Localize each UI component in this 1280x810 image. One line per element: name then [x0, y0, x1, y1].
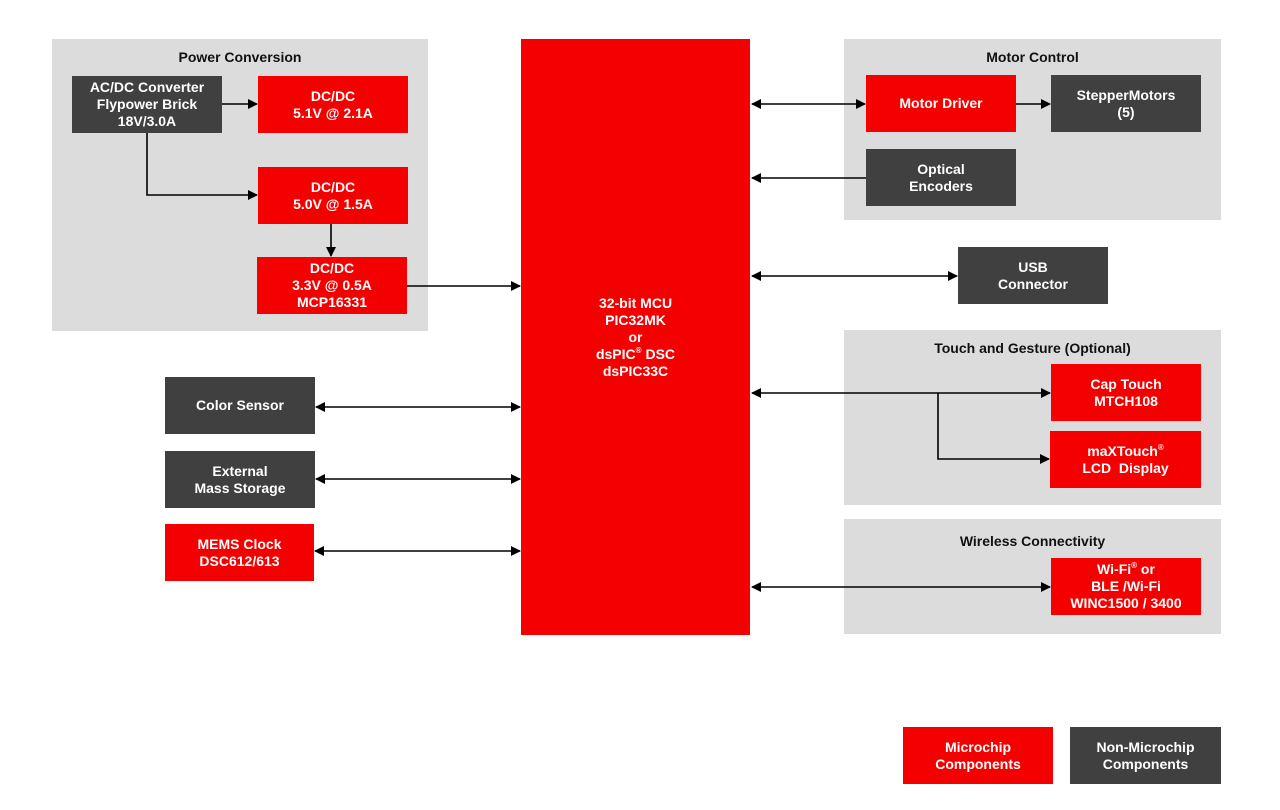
motor-driver-block: Motor Driver — [866, 75, 1016, 132]
mcu-line-5: dsPIC33C — [602, 362, 669, 379]
dcdc-3v3-block: DC/DC 3.3V @ 0.5A MCP16331 — [257, 257, 407, 314]
maxtouch-text: maXTouch — [1087, 442, 1158, 459]
maxtouch-line-1: maXTouch® — [1087, 443, 1163, 460]
mcu-line-2: PIC32MK — [605, 311, 666, 328]
mems-clock-block: MEMS Clock DSC612/613 — [165, 524, 314, 581]
mcu-line-3: or — [628, 328, 643, 345]
cap-touch-block: Cap Touch MTCH108 — [1051, 364, 1201, 421]
acdc-converter-block: AC/DC Converter Flypower Brick 18V/3.0A — [72, 76, 222, 133]
mcu-line-1: 32-bit MCU — [598, 294, 673, 311]
optical-encoders-block: Optical Encoders — [866, 149, 1016, 206]
dspic-text: dsPIC — [595, 345, 636, 362]
dcdc-5v1-block: DC/DC 5.1V @ 2.1A — [258, 76, 408, 133]
dsc-text: DSC — [641, 345, 676, 362]
wifi-line-3: WINC1500 / 3400 — [1070, 595, 1182, 611]
usb-connector-block: USB Connector — [958, 247, 1108, 304]
registered-mark: ® — [1131, 561, 1138, 570]
dcdc-5v0-block: DC/DC 5.0V @ 1.5A — [258, 167, 408, 224]
registered-mark: ® — [635, 345, 642, 355]
power-conversion-title: Power Conversion — [178, 49, 302, 65]
motor-control-title: Motor Control — [986, 49, 1079, 65]
wifi-text: Wi-Fi — [1097, 561, 1132, 577]
wireless-title: Wireless Connectivity — [959, 533, 1106, 549]
color-sensor-block: Color Sensor — [165, 377, 315, 434]
external-storage-block: External Mass Storage — [165, 451, 315, 508]
wifi-ble-block: Wi-Fi® or BLE /Wi-Fi WINC1500 / 3400 — [1051, 558, 1201, 615]
maxtouch-line-2: LCD Display — [1082, 459, 1169, 476]
legend-non-microchip: Non-Microchip Components — [1070, 727, 1221, 784]
maxtouch-display-block: maXTouch® LCD Display — [1050, 431, 1201, 488]
registered-mark: ® — [1157, 442, 1164, 452]
touch-gesture-title: Touch and Gesture (Optional) — [934, 340, 1131, 356]
wifi-line-1: Wi-Fi® or — [1097, 561, 1155, 578]
mcu-line-4: dsPIC® DSC — [596, 346, 675, 363]
or-text: or — [1137, 561, 1155, 577]
wifi-line-2: BLE /Wi-Fi — [1091, 578, 1161, 594]
stepper-motors-block: StepperMotors (5) — [1051, 75, 1201, 132]
mcu-block: 32-bit MCU PIC32MK or dsPIC® DSC dsPIC33… — [521, 39, 750, 635]
legend-microchip: Microchip Components — [903, 727, 1053, 784]
